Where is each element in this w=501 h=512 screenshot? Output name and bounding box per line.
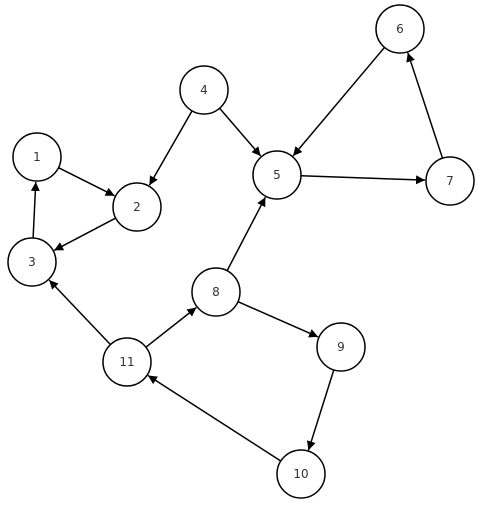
node-label: 1 (33, 150, 41, 164)
node-label: 2 (133, 200, 141, 214)
node-label: 4 (200, 83, 208, 97)
edge-4-to-2 (148, 110, 193, 186)
node-8: 8 (191, 267, 241, 317)
node-1: 1 (12, 132, 62, 182)
node-circle (276, 449, 326, 499)
node-9: 9 (316, 322, 366, 372)
node-3: 3 (7, 237, 57, 287)
node-label: 6 (396, 22, 404, 36)
node-circle (375, 4, 425, 54)
edge-2-to-3 (53, 217, 117, 252)
edges (30, 46, 444, 462)
node-4: 4 (179, 65, 229, 115)
nodes: 1 2 3 4 5 6 7 8 9 10 11 (7, 4, 475, 499)
node-circle (102, 337, 152, 387)
edge-1-to-2 (58, 167, 115, 197)
edge-6-to-5 (292, 46, 386, 157)
node-circle (425, 156, 475, 206)
node-circle (252, 150, 302, 200)
edge-8-to-5 (226, 196, 267, 272)
node-circle (112, 182, 162, 232)
edge-11-to-8 (145, 306, 197, 348)
edge-10-to-11 (147, 374, 282, 462)
node-circle (179, 65, 229, 115)
edge-9-to-10 (306, 369, 335, 451)
node-circle (7, 237, 57, 287)
node-label: 5 (273, 168, 281, 182)
node-label: 11 (119, 355, 134, 369)
edge-3-to-1 (30, 181, 40, 239)
node-label: 8 (212, 285, 220, 299)
node-6: 6 (375, 4, 425, 54)
edge-4-to-5 (219, 107, 262, 157)
node-11: 11 (102, 337, 152, 387)
node-label: 7 (446, 174, 454, 188)
edge-8-to-9 (237, 301, 319, 338)
node-circle (191, 267, 241, 317)
edge-5-to-7 (300, 175, 426, 185)
node-label: 3 (28, 255, 36, 269)
node-circle (316, 322, 366, 372)
node-circle (12, 132, 62, 182)
edge-7-to-6 (406, 52, 444, 159)
node-7: 7 (425, 156, 475, 206)
node-10: 10 (276, 449, 326, 499)
node-label: 9 (337, 340, 345, 354)
node-label: 10 (293, 467, 308, 481)
edge-11-to-3 (48, 279, 112, 346)
node-2: 2 (112, 182, 162, 232)
node-5: 5 (252, 150, 302, 200)
